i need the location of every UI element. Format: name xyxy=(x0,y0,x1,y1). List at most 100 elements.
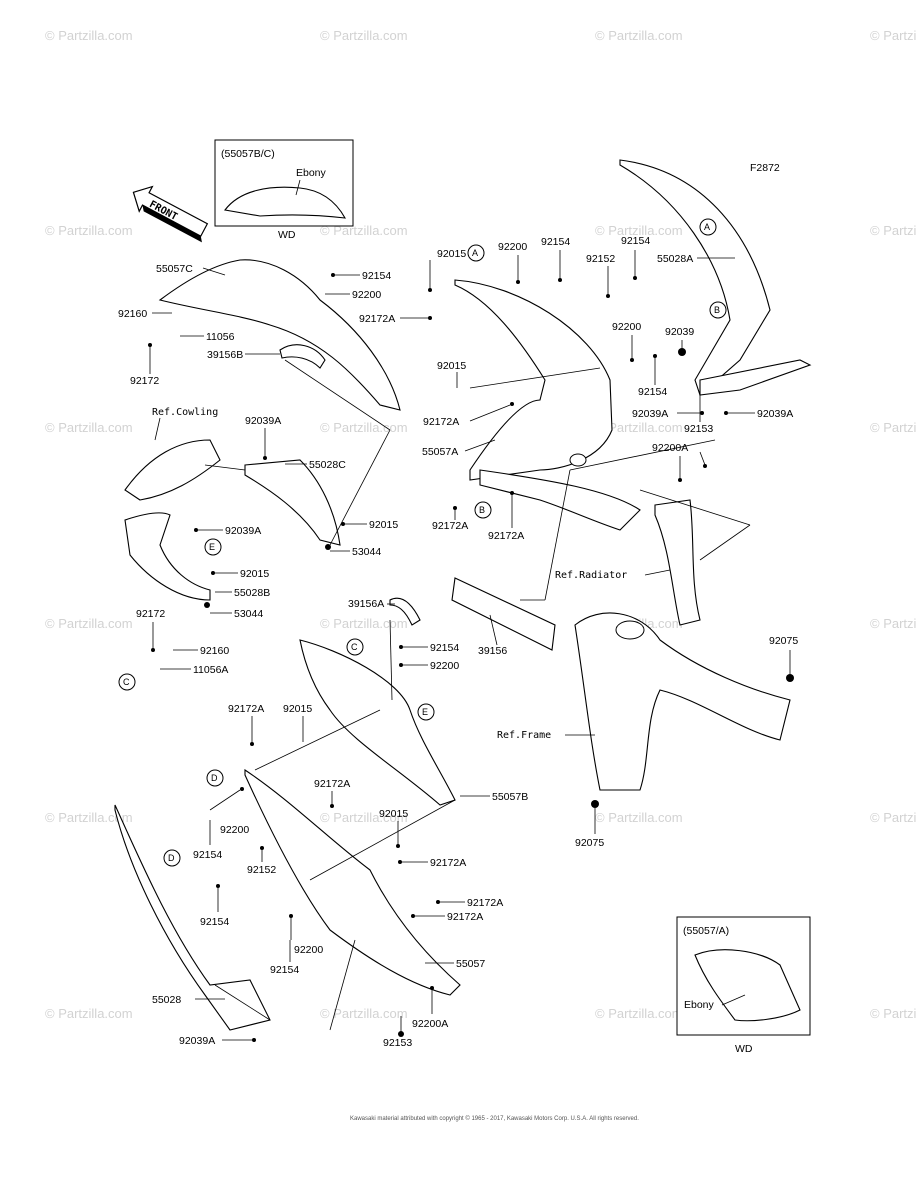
part-label: 92154 xyxy=(621,235,650,247)
callout-e: E xyxy=(209,542,215,552)
watermark: © Partzilla.com xyxy=(870,616,917,631)
part-55028a-shape xyxy=(619,159,771,396)
watermark: © Partzilla.com xyxy=(320,28,408,43)
watermark: © Partzilla.com xyxy=(870,223,917,238)
part-label: 92172A xyxy=(488,530,524,542)
ref-frame-label: Ref.Frame xyxy=(497,730,551,741)
part-drawings xyxy=(114,159,812,1031)
watermark: © Partzilla.com xyxy=(45,616,133,631)
part-label: 92153 xyxy=(684,423,713,435)
part-label: 92015 xyxy=(283,703,312,715)
part-label: 55057 xyxy=(456,958,485,970)
callouts: A A B B E C C E D D xyxy=(118,218,727,867)
part-duct-shape xyxy=(479,469,641,531)
callout-a: A xyxy=(704,222,710,232)
part-label: 92075 xyxy=(769,635,798,647)
part-label: 92154 xyxy=(362,270,391,282)
part-label: 39156B xyxy=(207,349,243,361)
part-labels: 92015 92200 92154 92154 92152 55028A 550… xyxy=(118,235,798,1049)
inset-box-55057a: (55057/A) Ebony WD xyxy=(676,916,811,1055)
watermark: © Partzilla.com xyxy=(45,810,133,825)
diagram-id: F2872 xyxy=(750,162,780,174)
part-label: 39156A xyxy=(348,598,384,610)
watermark: © Partzilla.com xyxy=(320,810,408,825)
watermark: © Partzilla.com xyxy=(45,1006,133,1021)
part-label: 92152 xyxy=(247,864,276,876)
part-label: 92172A xyxy=(432,520,468,532)
part-label: 55057A xyxy=(422,446,458,458)
part-label: 92200 xyxy=(498,241,527,253)
part-label: 92172 xyxy=(130,375,159,387)
part-label: 55028B xyxy=(234,587,270,599)
part-label: 92172A xyxy=(228,703,264,715)
part-label: 92154 xyxy=(638,386,667,398)
watermark: © Partzilla.com xyxy=(320,420,408,435)
part-55028c-shape xyxy=(244,459,341,546)
callout-e: E xyxy=(422,707,428,717)
part-label: 55057B xyxy=(492,791,528,803)
part-label: 92172A xyxy=(359,313,395,325)
part-label: 92160 xyxy=(200,645,229,657)
callout-c: C xyxy=(351,642,358,652)
part-label: 92039 xyxy=(665,326,694,338)
part-label: 11056A xyxy=(193,664,228,676)
part-label: 92160 xyxy=(118,308,147,320)
part-39156-shape xyxy=(451,577,556,651)
part-label: 53044 xyxy=(234,608,263,620)
callout-c: C xyxy=(123,677,130,687)
part-label: 92015 xyxy=(437,360,466,372)
part-label: 92172A xyxy=(467,897,503,909)
ref-labels: Ref.Cowling Ref.Radiator Ref.Frame xyxy=(152,407,671,741)
part-label: 92153 xyxy=(383,1037,412,1049)
part-label: 92152 xyxy=(586,253,615,265)
part-label: 39156 xyxy=(478,645,507,657)
part-label: 92154 xyxy=(430,642,459,654)
reference-lines xyxy=(204,359,751,1031)
inset-color: Ebony xyxy=(684,999,715,1011)
part-label: 92039A xyxy=(225,525,261,537)
part-label: 92172A xyxy=(430,857,466,869)
part-label: 53044 xyxy=(352,546,381,558)
watermark: © Partzilla.com xyxy=(45,28,133,43)
part-55057c-shape xyxy=(158,259,401,411)
part-label: 92039A xyxy=(632,408,668,420)
part-55057-shape xyxy=(244,768,461,996)
front-arrow-icon: FRONT xyxy=(132,185,209,243)
callout-d: D xyxy=(168,853,175,863)
part-label: 55028C xyxy=(309,459,346,471)
part-label: 92154 xyxy=(193,849,222,861)
watermark: © Partzilla.com xyxy=(595,223,683,238)
part-55028b-shape xyxy=(124,512,211,601)
part-label: 92200A xyxy=(412,1018,448,1030)
part-label: 92039A xyxy=(245,415,281,427)
part-label: 92015 xyxy=(369,519,398,531)
part-label: 92154 xyxy=(270,964,299,976)
watermark: © Partzilla.com xyxy=(320,1006,408,1021)
part-55057a-shape xyxy=(454,279,613,481)
copyright-footer: Kawasaki material attributed with copyri… xyxy=(350,1115,639,1122)
part-label: 92200 xyxy=(612,321,641,333)
inset-note: WD xyxy=(278,229,296,241)
part-label: 92015 xyxy=(240,568,269,580)
callout-d: D xyxy=(211,773,218,783)
part-label: 92200 xyxy=(220,824,249,836)
ref-radiator-shape xyxy=(654,499,701,626)
inset-box-55057bc: (55057B/C) Ebony WD xyxy=(214,139,354,241)
part-bracket-shape xyxy=(699,359,812,396)
watermark: © Partzilla.com xyxy=(870,420,917,435)
watermark: © Partzilla.com xyxy=(320,223,408,238)
part-label: 92015 xyxy=(437,248,466,260)
inset-code: (55057B/C) xyxy=(221,148,275,160)
part-label: 92015 xyxy=(379,808,408,820)
part-39156b-shape xyxy=(279,344,326,369)
part-label: 92200 xyxy=(430,660,459,672)
part-label: 92075 xyxy=(575,837,604,849)
callout-a: A xyxy=(472,248,478,258)
part-label: 11056 xyxy=(206,331,235,343)
watermark: © Partzilla.com xyxy=(870,1006,917,1021)
inset-note: WD xyxy=(735,1043,753,1055)
part-label: 92200A xyxy=(652,442,688,454)
inset-code: (55057/A) xyxy=(683,925,729,937)
watermark-layer: © Partzilla.com © Partzilla.com © Partzi… xyxy=(45,28,917,1021)
ref-radiator-label: Ref.Radiator xyxy=(555,570,627,581)
